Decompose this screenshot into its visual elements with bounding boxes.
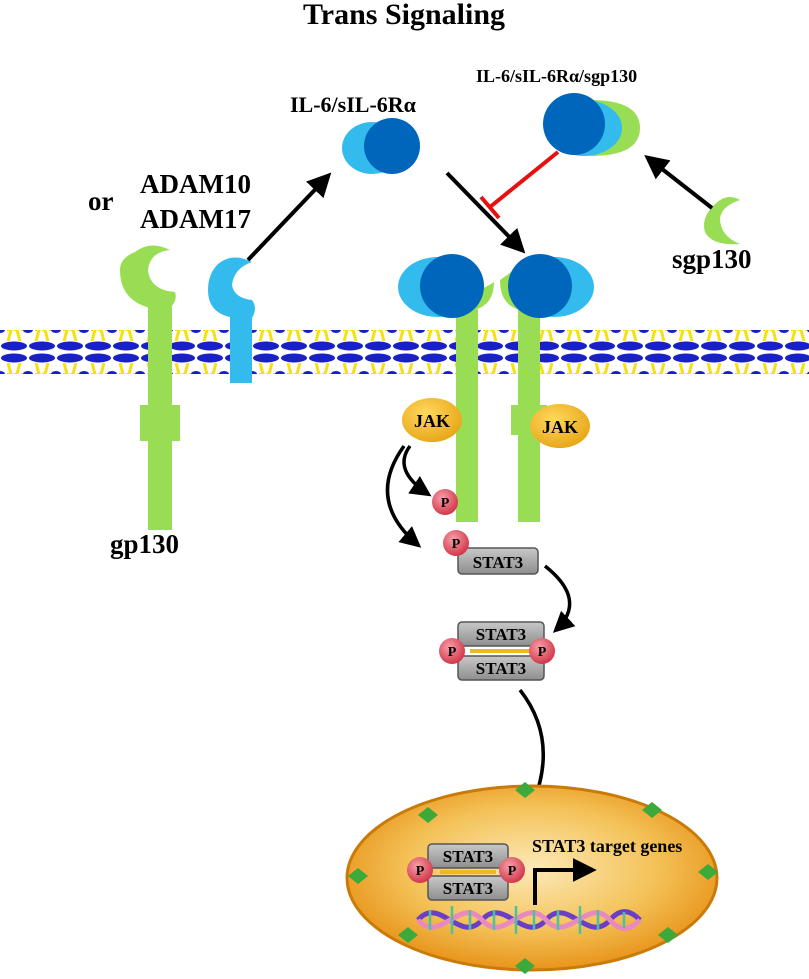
dna-helix [416, 906, 642, 934]
stat3-dimer-phosphate-right-label: P [538, 645, 547, 660]
binding-arrow [445, 171, 526, 254]
il6-sil6r-sgp130-complex [543, 93, 640, 156]
diagram-title: Trans Signaling [303, 0, 505, 31]
receptor-phosphate-label: P [441, 496, 450, 511]
gp130-dimer-right [500, 254, 594, 522]
complex-il6-sil6r-label: IL-6/sIL-6Rα [290, 92, 417, 117]
nuclear-phosphate-right [499, 857, 525, 883]
adam17-label: ADAM17 [140, 204, 251, 234]
nuclear-stat3-top-label: STAT3 [443, 847, 493, 866]
nuclear-stat3-top [427, 843, 509, 869]
nuclear-phosphate-left [407, 857, 433, 883]
target-genes-label: STAT3 target genes [532, 836, 682, 856]
nuclear-phosphate-right-label: P [508, 864, 517, 879]
nucleus [345, 784, 719, 972]
receptor-phosphate [432, 489, 458, 515]
transcription-start-arrow [533, 858, 597, 905]
complex-sgp130-label: IL-6/sIL-6Rα/sgp130 [476, 66, 637, 86]
stat3-monomer-phosphate [443, 530, 469, 556]
sgp130-free [704, 197, 740, 245]
stat3-dimer-phosphate-left-label: P [448, 645, 457, 660]
soluble-il6-sil6r-complex [342, 118, 420, 174]
jak-autophospho-arrow [402, 444, 432, 497]
adam10-label: ADAM10 [140, 169, 251, 199]
jak-left-label: JAK [414, 411, 450, 431]
jak-left [402, 398, 462, 442]
stat3-dimer-top-label: STAT3 [476, 625, 526, 644]
membrane-il6r [208, 257, 255, 383]
sgp130-label: sgp130 [672, 244, 752, 274]
stat3-dimer-phosphate-left [439, 638, 465, 664]
stat3-phospho-arrow [385, 444, 422, 548]
jak-right-label: JAK [542, 417, 578, 437]
nuclear-stat3-bottom [427, 875, 509, 901]
stat3-dimer-bottom [457, 655, 545, 681]
gp130-dimer-left [398, 254, 494, 522]
nuclear-pores [348, 782, 718, 974]
sgp130-binding-arrow [644, 155, 714, 210]
shedding-arrow [246, 172, 332, 262]
dimerization-arrow [543, 564, 576, 633]
nuclear-stat3-bottom-label: STAT3 [443, 879, 493, 898]
gp130-label: gp130 [110, 529, 179, 559]
stat3-dimer-top [457, 621, 545, 647]
jak-right [530, 404, 590, 448]
or-label: or [88, 186, 114, 216]
nuclear-phosphate-left-label: P [416, 864, 425, 879]
inhibition-bar [479, 195, 501, 220]
stat3-monomer-phosphate-label: P [452, 537, 461, 552]
gp130-receptor-left [120, 245, 180, 530]
cell-membrane [0, 330, 809, 374]
stat3-dimer-bottom-label: STAT3 [476, 659, 526, 678]
stat3-monomer-label: STAT3 [473, 553, 523, 572]
stat3-monomer [457, 547, 539, 575]
stat3-dimer-phosphate-right [529, 638, 555, 664]
inhibition-line [488, 150, 560, 209]
